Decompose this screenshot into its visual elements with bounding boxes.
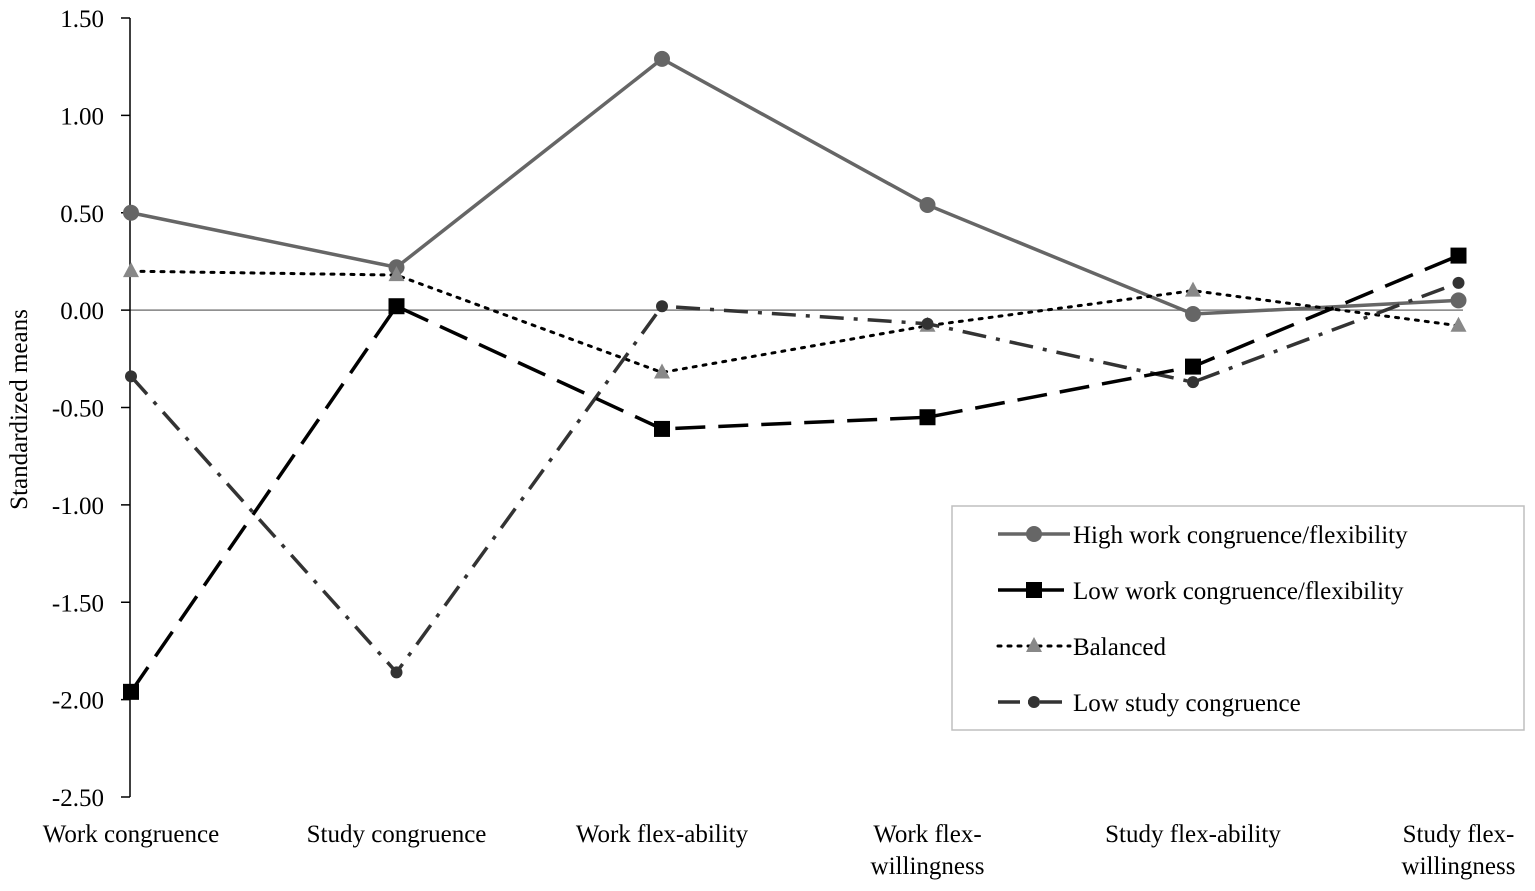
- data-point: [654, 50, 670, 67]
- data-point: [1185, 306, 1201, 323]
- data-point: [388, 298, 405, 315]
- series-high-work-congruence-flexibility: [123, 50, 1467, 323]
- legend-item: Low work congruence/flexibility: [998, 578, 1404, 605]
- legend-label: Low work congruence/flexibility: [1073, 578, 1404, 605]
- y-tick-label: 0.50: [60, 201, 104, 228]
- legend-label: Balanced: [1073, 634, 1167, 661]
- series-line: [129, 281, 1460, 676]
- x-tick-label: Work congruence: [43, 821, 219, 848]
- series-line: [129, 253, 1460, 693]
- series-line: [130, 56, 1459, 316]
- data-point: [654, 363, 670, 379]
- data-point: [1185, 358, 1201, 375]
- legend-box: [951, 505, 1525, 731]
- data-point: [123, 683, 139, 700]
- data-point: [921, 317, 934, 330]
- data-point: [1187, 376, 1199, 389]
- y-tick-label: -0.50: [52, 396, 104, 423]
- y-tick-label: -1.50: [52, 590, 104, 617]
- y-axis-title: Standardized means: [6, 309, 33, 510]
- y-tick-label: -2.50: [52, 785, 104, 812]
- data-point: [1185, 281, 1201, 297]
- x-tick-label: Study flex-willingness: [1402, 821, 1516, 880]
- data-point: [919, 196, 936, 213]
- data-point: [123, 204, 139, 221]
- y-tick-label: 1.50: [60, 6, 104, 33]
- data-point: [390, 666, 403, 679]
- data-point: [1450, 292, 1467, 309]
- legend-label: High work congruence/flexibility: [1073, 522, 1408, 549]
- legend-marker: [1026, 582, 1042, 598]
- y-tick-label: 1.00: [60, 103, 104, 130]
- data-point: [123, 262, 139, 278]
- legend-item: Balanced: [996, 634, 1167, 661]
- x-tick-label: Work flex-willingness: [871, 821, 985, 880]
- data-point: [656, 300, 668, 313]
- data-point: [1452, 276, 1465, 289]
- legend-marker: [1026, 526, 1042, 542]
- legend-item: High work congruence/flexibility: [998, 522, 1408, 549]
- data-point: [388, 266, 405, 282]
- series-line: [129, 269, 1460, 374]
- data-point: [654, 420, 670, 437]
- data-point: [919, 409, 936, 426]
- data-point: [1450, 247, 1467, 264]
- series-balanced: [123, 262, 1467, 379]
- series-low-study-congruence: [125, 276, 1465, 679]
- x-tick-label: Study congruence: [307, 821, 487, 848]
- data-point: [125, 370, 137, 383]
- legend-item: Low study congruence: [998, 690, 1301, 717]
- chart-series: [123, 50, 1467, 700]
- data-point: [1450, 316, 1467, 332]
- legend-marker: [1026, 637, 1042, 652]
- y-tick-label: -1.00: [52, 493, 104, 520]
- chart-axes: 1.50 1.00 0.50 0.00 -0.50 -1.00 -1.50 -2.00 -2.5…: [6, 6, 1515, 880]
- x-tick-label: Study flex-ability: [1105, 821, 1281, 848]
- legend-label: Low study congruence: [1073, 690, 1301, 717]
- y-tick-label: -2.00: [52, 688, 104, 715]
- y-tick-label: 0.00: [60, 298, 104, 325]
- series-low-work-congruence-flexibility: [123, 247, 1467, 700]
- x-tick-label: Work flex-ability: [576, 821, 749, 848]
- legend-marker: [1028, 696, 1040, 708]
